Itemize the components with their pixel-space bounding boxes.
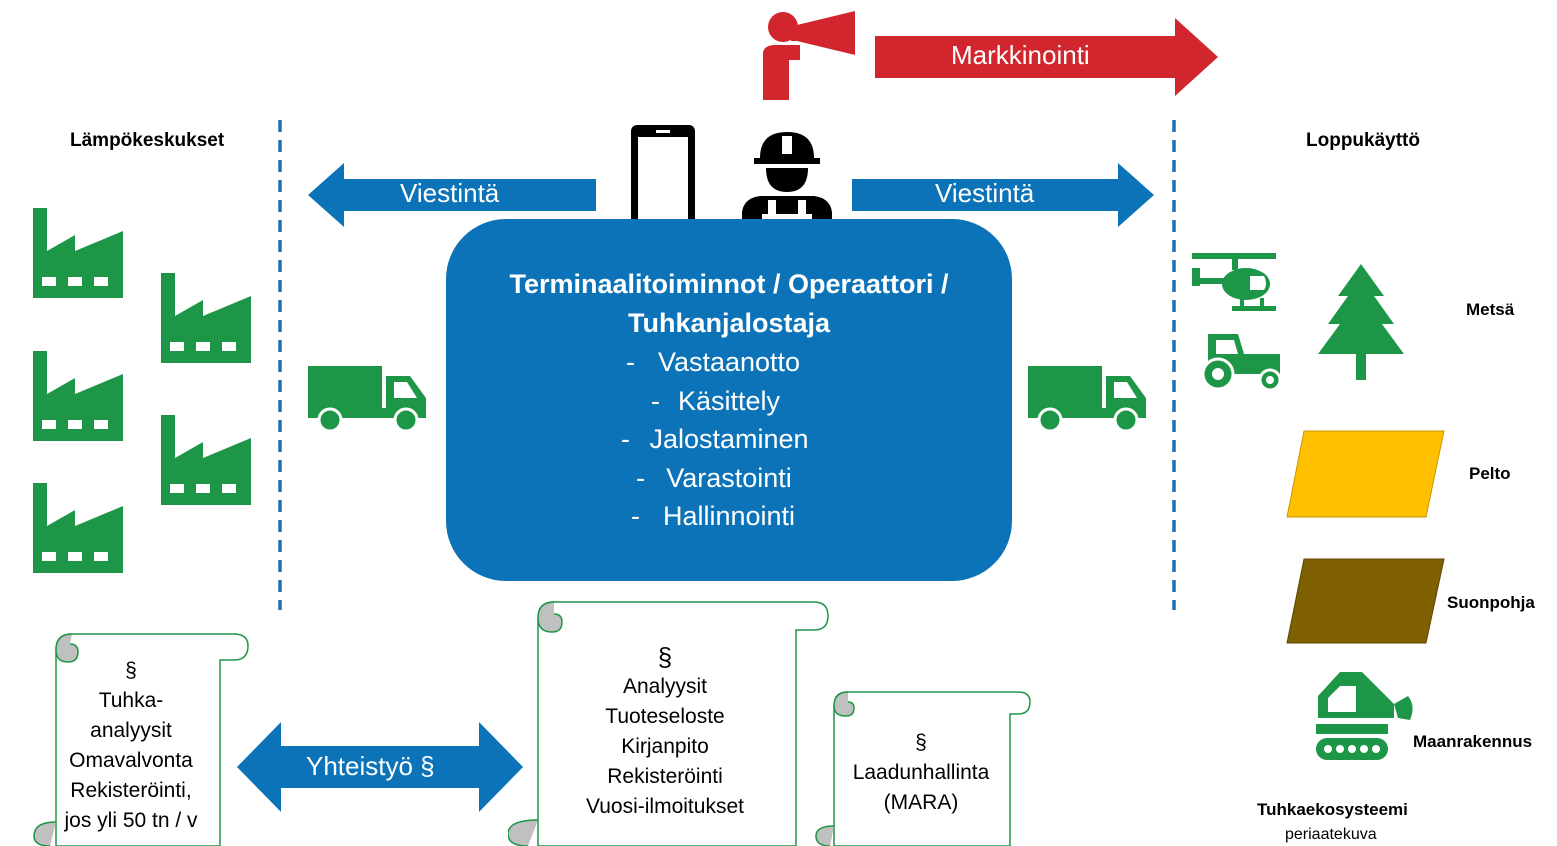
field-label: Pelto [1469, 464, 1511, 483]
operation-item: -Hallinnointi [631, 501, 796, 531]
factory-icon [33, 483, 123, 573]
megaphone-person-icon [763, 11, 855, 100]
right-heading: Loppukäyttö [1306, 130, 1420, 151]
truck-icon [1028, 366, 1146, 433]
left-heading: Lämpökeskukset [70, 130, 225, 151]
tree-icon [1318, 264, 1404, 380]
right-divider [1172, 120, 1176, 610]
scroll-left-text: § Tuhka- analyysit Omavalvonta Rekisterö… [64, 659, 198, 832]
tractor-icon [1201, 334, 1282, 392]
regulation-scroll-left [33, 633, 249, 846]
field-shape [1286, 430, 1445, 518]
caption-subtitle: periaatekuva [1285, 826, 1377, 843]
operation-item: -Varastointi [636, 462, 792, 493]
regulation-scroll-right [815, 691, 1031, 846]
forest-label: Metsä [1466, 300, 1515, 319]
bog-shape [1286, 558, 1445, 644]
factory-icon [161, 273, 251, 363]
earthworks-label: Maanrakennus [1413, 732, 1533, 751]
operations-list: -Vastaanotto -Käsittely -Jalostaminen -V… [446, 343, 1012, 536]
bog-label: Suonpohja [1447, 593, 1535, 612]
scroll-right-text: § Laadunhallinta (MARA) [852, 731, 990, 814]
excavator-icon [1316, 672, 1413, 760]
scroll-middle-text: § Analyysit Tuoteseloste Kirjanpito Reki… [586, 642, 744, 818]
regulation-scroll-middle [508, 601, 829, 846]
phone-icon [631, 125, 695, 241]
left-divider [278, 120, 282, 610]
cooperation-arrow [237, 722, 523, 812]
center-title-line1: Terminaalitoiminnot / Operaattori / [509, 269, 949, 299]
marketing-label: Markkinointi [951, 40, 1090, 70]
communication-arrow-right [852, 163, 1154, 227]
terminal-operations-box: Terminaalitoiminnot / Operaattori / Tuhk… [446, 219, 1012, 581]
factory-icon [161, 415, 251, 505]
factory-icon [33, 351, 123, 441]
center-title-line2: Tuhkanjalostaja [627, 308, 831, 338]
operation-item: -Käsittely [651, 385, 781, 416]
cooperation-label: Yhteistyö § [306, 751, 435, 781]
communication-label-left: Viestintä [400, 178, 500, 208]
helicopter-icon [1192, 253, 1276, 311]
communication-arrow-left [308, 163, 596, 227]
truck-icon [308, 366, 426, 433]
marketing-arrow [875, 18, 1218, 96]
factory-icon [33, 208, 123, 298]
operation-item: -Vastaanotto [626, 347, 801, 377]
communication-label-right: Viestintä [935, 178, 1035, 208]
caption-title: Tuhkaekosysteemi [1257, 800, 1408, 819]
operation-item: -Jalostaminen [621, 424, 809, 454]
